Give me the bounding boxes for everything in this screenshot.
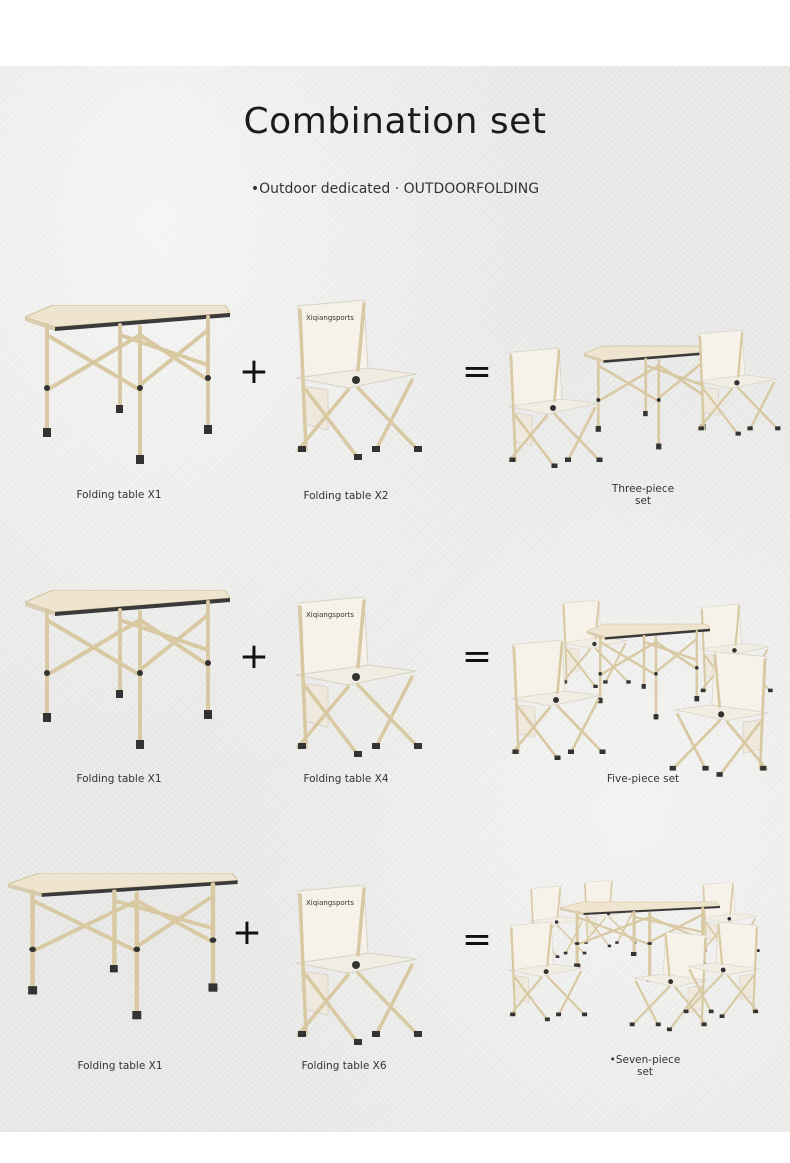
page-title: Combination set — [243, 101, 547, 142]
plus-sign: + — [238, 351, 270, 392]
row2-result-label: Five-piece set — [573, 773, 713, 785]
row3-table-label: Folding table X1 — [77, 1060, 163, 1072]
chair-brand-text: Xiqiangsports — [306, 611, 354, 619]
row3-result-label: •Seven-piece set — [575, 1054, 715, 1078]
plus-sign: + — [231, 912, 263, 953]
page-subtitle: •Outdoor dedicated · OUTDOORFOLDING — [250, 181, 540, 197]
row2-chair-label: Folding table X4 — [303, 773, 389, 785]
row1-result-label: Three-piece set — [573, 483, 713, 507]
row1-result-line1: Three-piece — [611, 483, 675, 495]
seven-piece-set-image — [502, 878, 782, 1038]
row1-chair-label: Folding table X2 — [303, 490, 389, 502]
folding-table-image — [25, 590, 235, 755]
folding-chair-image: Xiqiangsports — [288, 885, 438, 1053]
equals-sign: = — [461, 636, 493, 677]
row3-result-line2: set — [636, 1066, 654, 1078]
folding-table-image — [25, 305, 235, 470]
chair-brand-text: Xiqiangsports — [306, 899, 354, 907]
background-panel — [0, 66, 790, 1132]
folding-table-image — [8, 873, 243, 1023]
equals-sign: = — [461, 919, 493, 960]
row2-result-line1: Five-piece set — [606, 773, 680, 785]
equals-sign: = — [461, 351, 493, 392]
row2-table-label: Folding table X1 — [76, 773, 162, 785]
row3-result-line1: •Seven-piece — [609, 1054, 681, 1066]
row1-table-label: Folding table X1 — [76, 489, 162, 501]
folding-chair-image: Xiqiangsports — [288, 300, 438, 468]
three-piece-set-image — [502, 328, 787, 478]
plus-sign: + — [238, 636, 270, 677]
row1-result-line2: set — [634, 495, 652, 507]
folding-chair-image: Xiqiangsports — [288, 597, 438, 765]
five-piece-set-image — [505, 600, 785, 785]
row3-chair-label: Folding table X6 — [301, 1060, 387, 1072]
chair-brand-text: Xiqiangsports — [306, 314, 354, 322]
